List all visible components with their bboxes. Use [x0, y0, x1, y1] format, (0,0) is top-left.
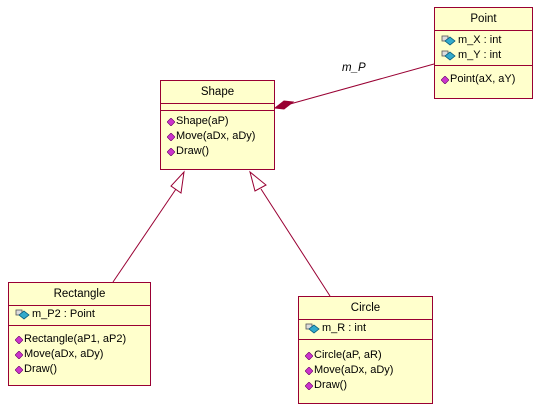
method-diamond-icon: [15, 335, 23, 344]
method-diamond-icon: [305, 381, 313, 390]
association-role-label: m_P: [342, 62, 366, 74]
attribute-row: m_Y : int: [441, 48, 528, 63]
operations-compartment: Circle(aP, aR) Move(aDx, aDy) Draw(): [299, 340, 432, 397]
method-diamond-icon: [167, 117, 175, 126]
attributes-compartment: m_P2 : Point: [9, 306, 150, 326]
association-shape-point[interactable]: [289, 63, 435, 105]
operation-row: Rectangle(aP1, aP2): [15, 332, 146, 347]
generalization-circle-shape[interactable]: [260, 188, 331, 297]
attribute-row: m_R : int: [305, 321, 428, 336]
attributes-compartment: [161, 104, 274, 111]
operations-compartment: Point(aX, aY): [435, 66, 532, 91]
class-rectangle[interactable]: Rectangle m_P2 : Point Rectangle(aP1, aP…: [8, 282, 151, 386]
operation-row: Shape(aP): [167, 114, 270, 129]
attribute-field-icon: [15, 309, 30, 320]
method-diamond-icon: [15, 350, 23, 359]
operations-compartment: Rectangle(aP1, aP2) Move(aDx, aDy) Draw(…: [9, 326, 150, 381]
class-name: Circle: [299, 297, 432, 320]
operation-row: Draw(): [167, 144, 270, 159]
inheritance-arrowhead-rectangle: [170, 170, 185, 194]
class-shape[interactable]: Shape Shape(aP) Move(aDx, aDy) Draw(): [160, 80, 275, 170]
method-diamond-icon: [441, 75, 449, 84]
method-diamond-icon: [167, 132, 175, 141]
operation-row: Circle(aP, aR): [305, 348, 428, 363]
class-point[interactable]: Point m_X : int m_Y : int Point(aX, aY): [434, 7, 533, 99]
attribute-field-icon: [441, 35, 456, 46]
method-diamond-icon: [167, 147, 175, 156]
operation-row: Move(aDx, aDy): [15, 347, 146, 362]
attribute-row: m_X : int: [441, 33, 528, 48]
attribute-field-icon: [441, 50, 456, 61]
operations-compartment: Shape(aP) Move(aDx, aDy) Draw(): [161, 111, 274, 163]
method-diamond-icon: [305, 366, 313, 375]
attributes-compartment: m_R : int: [299, 320, 432, 340]
method-diamond-icon: [305, 351, 313, 360]
class-circle[interactable]: Circle m_R : int Circle(aP, aR) Move(aDx…: [298, 296, 433, 404]
composition-diamond: [273, 100, 295, 110]
attribute-row: m_P2 : Point: [15, 307, 146, 322]
class-name: Point: [435, 8, 532, 31]
operation-row: Move(aDx, aDy): [167, 129, 270, 144]
attributes-compartment: m_X : int m_Y : int: [435, 31, 532, 66]
class-name: Rectangle: [9, 283, 150, 306]
operation-row: Draw(): [15, 362, 146, 377]
inheritance-arrowhead-circle: [249, 170, 267, 192]
operation-row: Point(aX, aY): [441, 72, 528, 87]
class-name: Shape: [161, 81, 274, 104]
operation-row: Move(aDx, aDy): [305, 363, 428, 378]
operation-row: Draw(): [305, 378, 428, 393]
attribute-field-icon: [305, 323, 320, 334]
method-diamond-icon: [15, 365, 23, 374]
generalization-rectangle-shape[interactable]: [112, 188, 177, 283]
